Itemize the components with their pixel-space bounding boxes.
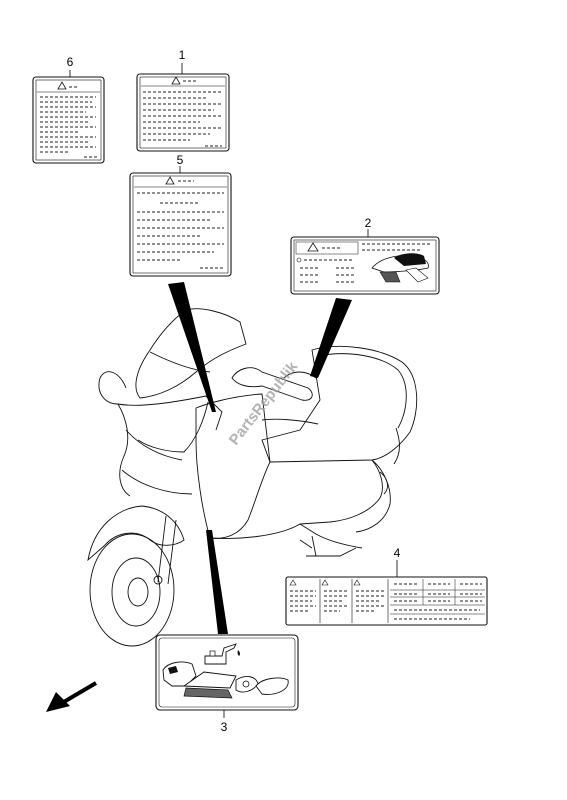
front-arrow-icon xyxy=(46,681,98,712)
label-6-text-lines xyxy=(40,96,98,158)
label-3[interactable] xyxy=(155,634,299,711)
callout-numbers: 6 1 5 2 4 3 xyxy=(67,48,401,734)
label-1[interactable] xyxy=(136,73,230,152)
warning-triangle-icon xyxy=(321,579,329,586)
label-2-text-lines xyxy=(296,243,432,283)
leader-label-5 xyxy=(168,282,216,412)
leader-label-2 xyxy=(310,298,352,378)
label-1-text-lines xyxy=(143,91,222,147)
callout-6: 6 xyxy=(67,55,74,69)
label-4-spec-table xyxy=(390,579,485,620)
scooter-outline xyxy=(87,308,418,647)
oil-can-icon xyxy=(204,643,240,665)
warning-triangle-icon xyxy=(165,176,175,185)
label-5[interactable] xyxy=(129,172,232,277)
seat-storage-pictogram xyxy=(371,253,429,283)
callout-3: 3 xyxy=(221,720,228,734)
callout-4: 4 xyxy=(394,546,401,560)
callout-2: 2 xyxy=(365,216,372,230)
warning-triangle-icon xyxy=(171,76,181,85)
label-4[interactable] xyxy=(285,576,488,626)
warning-triangle-icon xyxy=(57,81,67,90)
callout-5: 5 xyxy=(177,153,184,167)
leader-lines xyxy=(69,63,398,718)
label-4-text-lines xyxy=(290,590,384,612)
warning-triangle-icon xyxy=(289,579,297,586)
label-2[interactable] xyxy=(290,236,440,295)
warning-triangle-icon xyxy=(353,579,361,586)
warning-triangle-icon xyxy=(307,242,319,252)
label-5-text-lines xyxy=(137,192,224,269)
leader-label-3 xyxy=(206,530,228,634)
label-6[interactable] xyxy=(32,76,105,164)
engine-oil-pictogram xyxy=(162,661,289,699)
callout-1: 1 xyxy=(179,48,186,62)
